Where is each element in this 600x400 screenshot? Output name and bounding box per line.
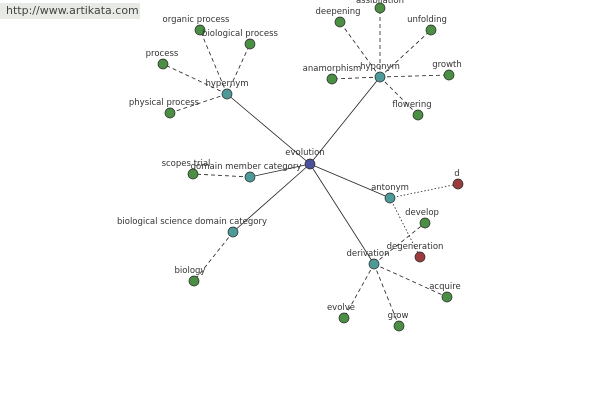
word-node-deepening[interactable]: deepening <box>315 7 361 28</box>
edge-derivation-evolve <box>343 263 375 319</box>
word-node-d-label: d <box>454 169 459 179</box>
word-node-assibilation-dot[interactable] <box>374 2 386 14</box>
word-node-physical-process[interactable]: physical process <box>129 98 200 119</box>
word-node-anamorphism-label: anamorphism <box>303 64 362 74</box>
edge-hyponym-growth <box>379 74 450 78</box>
word-node-degeneration[interactable]: degeneration <box>387 242 444 263</box>
word-node-scopes-trial[interactable]: scopes trial <box>162 159 211 180</box>
edge-root-hypernym <box>226 93 311 165</box>
edge-hypernym-organic-process <box>199 29 228 95</box>
relation-node-biological-science-domain-category-label: biological science domain category <box>117 217 267 227</box>
word-node-acquire[interactable]: acquire <box>429 282 461 303</box>
word-node-flowering[interactable]: flowering <box>392 100 432 121</box>
relation-node-hypernym[interactable]: hypernym <box>205 79 249 100</box>
word-node-growth-dot[interactable] <box>443 69 455 81</box>
word-node-grow-dot[interactable] <box>393 320 405 332</box>
word-node-acquire-dot[interactable] <box>441 291 453 303</box>
word-node-d[interactable]: d <box>452 169 464 190</box>
word-node-assibilation-label: assibilation <box>356 0 404 6</box>
root-node-evolution-dot[interactable] <box>304 158 316 170</box>
word-node-grow-label: grow <box>388 311 409 321</box>
word-node-d-dot[interactable] <box>452 178 464 190</box>
word-node-growth[interactable]: growth <box>432 60 462 81</box>
edge-biological-science-domain-category-biology <box>193 231 234 282</box>
word-node-biological-process-label: biological process <box>202 29 278 39</box>
relation-node-hyponym-label: hyponym <box>360 62 400 72</box>
word-node-deepening-label: deepening <box>315 7 360 17</box>
word-node-organic-process[interactable]: organic process <box>163 15 231 36</box>
word-node-organic-process-label: organic process <box>163 15 231 25</box>
edge-hyponym-anamorphism <box>331 76 381 80</box>
edge-hyponym-unfolding <box>379 29 432 78</box>
word-node-biology-label: biology <box>175 266 206 276</box>
edge-derivation-acquire <box>373 263 448 298</box>
edge-antonym-degeneration <box>389 197 421 258</box>
word-node-deepening-dot[interactable] <box>334 16 346 28</box>
word-node-unfolding-dot[interactable] <box>425 24 437 36</box>
word-node-develop[interactable]: develop <box>405 208 439 229</box>
relation-node-derivation-label: derivation <box>346 249 389 259</box>
word-node-degeneration-dot[interactable] <box>414 251 426 263</box>
word-node-growth-label: growth <box>432 60 462 70</box>
edge-root-hyponym <box>309 76 381 165</box>
word-node-process[interactable]: process <box>146 49 179 70</box>
word-node-organic-process-dot[interactable] <box>194 24 206 36</box>
word-node-anamorphism-dot[interactable] <box>326 73 338 85</box>
relation-node-antonym[interactable]: antonym <box>371 183 409 204</box>
edge-root-antonym <box>309 163 391 199</box>
relation-node-domain-member-category-dot[interactable] <box>244 171 256 183</box>
word-node-develop-dot[interactable] <box>419 217 431 229</box>
edge-root-biological-science-domain-category <box>232 163 311 233</box>
relation-node-hypernym-dot[interactable] <box>221 88 233 100</box>
word-node-grow[interactable]: grow <box>388 311 409 332</box>
edge-hyponym-flowering <box>379 76 419 116</box>
word-node-scopes-trial-label: scopes trial <box>162 159 211 169</box>
edge-hypernym-process <box>162 63 228 95</box>
word-node-unfolding[interactable]: unfolding <box>407 15 447 36</box>
relation-node-biological-science-domain-category[interactable]: biological science domain category <box>117 217 267 238</box>
word-node-assibilation[interactable]: assibilation <box>356 0 404 14</box>
relation-node-hyponym[interactable]: hyponym <box>360 62 400 83</box>
word-node-degeneration-label: degeneration <box>387 242 444 252</box>
watermark-url: http://www.artikata.com <box>0 3 140 19</box>
word-node-anamorphism[interactable]: anamorphism <box>303 64 362 85</box>
relation-node-biological-science-domain-category-dot[interactable] <box>227 226 239 238</box>
relation-node-derivation[interactable]: derivation <box>346 249 390 270</box>
edge-domain-member-category-scopes-trial <box>192 173 251 178</box>
edge-hyponym-deepening <box>339 21 381 78</box>
word-node-flowering-label: flowering <box>392 100 431 110</box>
root-node-evolution-label: evolution <box>285 148 325 158</box>
edge-root-derivation <box>309 163 375 265</box>
word-node-biology-dot[interactable] <box>188 275 200 287</box>
relation-node-domain-member-category[interactable]: domain member category <box>191 162 302 183</box>
word-node-biological-process[interactable]: biological process <box>202 29 279 50</box>
edge-hypernym-biological-process <box>226 43 251 95</box>
relation-node-antonym-dot[interactable] <box>384 192 396 204</box>
edge-root-domain-member-category <box>249 163 311 178</box>
word-node-unfolding-label: unfolding <box>407 15 447 25</box>
word-node-develop-label: develop <box>405 208 439 218</box>
relation-node-antonym-label: antonym <box>371 183 409 193</box>
relation-node-hyponym-dot[interactable] <box>374 71 386 83</box>
word-node-process-dot[interactable] <box>157 58 169 70</box>
edge-derivation-develop <box>373 222 426 265</box>
word-node-acquire-label: acquire <box>429 282 461 292</box>
word-node-evolve[interactable]: evolve <box>327 303 355 324</box>
relation-node-hypernym-label: hypernym <box>205 79 248 89</box>
edge-antonym-d <box>389 183 459 199</box>
root-node-evolution[interactable]: evolution <box>285 148 325 170</box>
word-node-flowering-dot[interactable] <box>412 109 424 121</box>
word-node-evolve-dot[interactable] <box>338 312 350 324</box>
word-node-biological-process-dot[interactable] <box>244 38 256 50</box>
word-node-process-label: process <box>146 49 179 59</box>
relation-node-domain-member-category-label: domain member category <box>191 162 302 172</box>
word-node-biology[interactable]: biology <box>175 266 206 287</box>
word-node-physical-process-label: physical process <box>129 98 200 108</box>
word-node-physical-process-dot[interactable] <box>164 107 176 119</box>
word-node-evolve-label: evolve <box>327 303 355 313</box>
relation-node-derivation-dot[interactable] <box>368 258 380 270</box>
edge-hypernym-physical-process <box>169 93 228 114</box>
word-node-scopes-trial-dot[interactable] <box>187 168 199 180</box>
